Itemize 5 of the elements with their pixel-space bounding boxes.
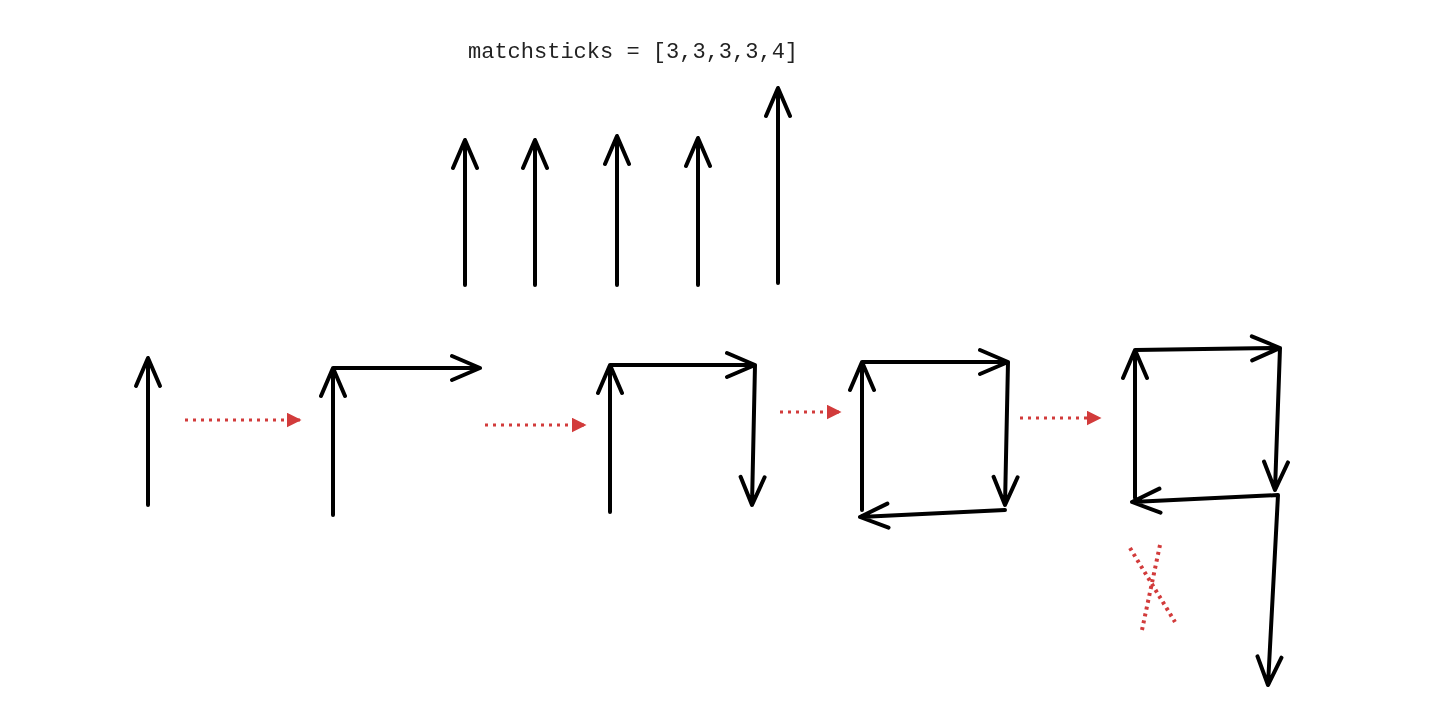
dotted-arrow bbox=[780, 404, 842, 420]
array-label: matchsticks = [3,3,3,3,4] bbox=[468, 40, 799, 65]
dotted-arrow bbox=[185, 412, 302, 428]
dotted-arrow bbox=[1020, 410, 1102, 426]
dotted-arrow bbox=[485, 417, 587, 433]
